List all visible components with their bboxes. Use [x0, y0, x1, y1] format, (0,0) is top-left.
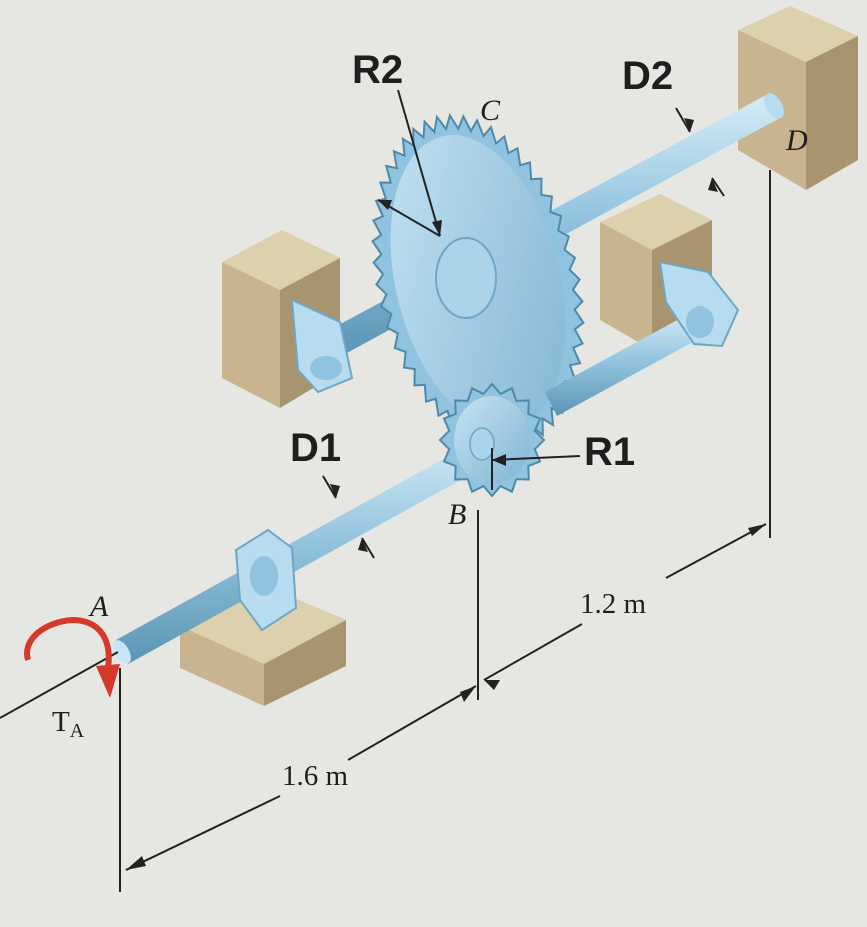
bearing-a [234, 528, 298, 632]
dimension-ab: 1.6 m [282, 760, 349, 792]
shaft-b-extension [545, 312, 704, 416]
label-torque: TA [52, 706, 85, 742]
label-torque-symbol: T [52, 706, 70, 738]
dimension-arrowheads [126, 118, 766, 870]
label-c: C [480, 94, 501, 127]
label-d: D [786, 124, 808, 157]
label-torque-subscript: A [69, 720, 85, 742]
dimension-lines [0, 89, 771, 892]
label-d1: D1 [290, 426, 342, 470]
bearing-left [290, 298, 354, 394]
gear-b [438, 382, 546, 498]
label-b: B [448, 498, 467, 531]
bearing-right [658, 260, 740, 348]
gear-c [371, 112, 585, 452]
label-d2: D2 [622, 54, 674, 98]
dimension-bd: 1.2 m [580, 588, 647, 620]
torque-arrow [24, 616, 120, 698]
label-r2: R2 [352, 48, 404, 92]
shaft-ab [113, 432, 504, 664]
support-block-d [738, 6, 858, 190]
label-a: A [90, 590, 109, 623]
label-r1: R1 [584, 430, 636, 474]
